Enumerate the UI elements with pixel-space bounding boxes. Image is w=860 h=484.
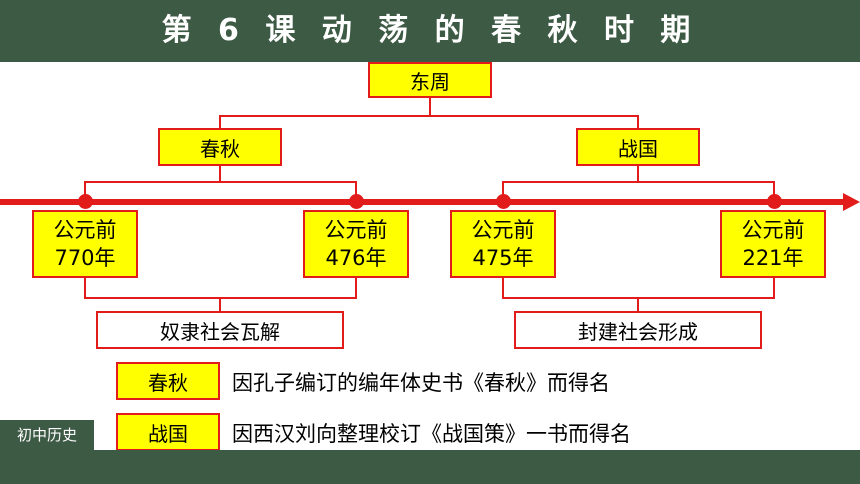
bracket-line	[773, 278, 775, 298]
date-year: 221年	[742, 246, 804, 270]
date-box-475bc: 公元前 475年	[450, 210, 556, 278]
connector-line	[773, 181, 775, 203]
connector-line	[219, 115, 639, 117]
period-label-chunqiu: 春秋	[200, 136, 240, 161]
date-prefix: 公元前	[741, 218, 805, 242]
bracket-line	[355, 278, 357, 298]
note-tag-label: 战国	[148, 421, 188, 446]
bracket-line	[219, 297, 221, 312]
connector-line	[219, 115, 221, 129]
note-text-chunqiu: 因孔子编订的编年体史书《春秋》而得名	[232, 371, 610, 395]
note-tag-zhanguo: 战国	[116, 413, 220, 451]
date-year: 476年	[325, 246, 387, 270]
connector-line	[84, 181, 86, 203]
title-bar	[0, 0, 860, 62]
note-text-zhanguo: 因西汉刘向整理校订《战国策》一书而得名	[232, 422, 631, 446]
course-label: 初中历史	[0, 420, 94, 450]
date-box-221bc: 公元前 221年	[720, 210, 826, 278]
connector-line	[502, 181, 504, 203]
date-year: 475年	[472, 246, 534, 270]
date-year: 770年	[54, 246, 116, 270]
bracket-line	[84, 278, 86, 298]
bracket-line	[502, 278, 504, 298]
footer-bar	[0, 450, 860, 484]
period-node-zhanguo: 战国	[576, 128, 700, 166]
note-tag-label: 春秋	[148, 370, 188, 395]
bracket-line	[637, 297, 639, 312]
date-box-476bc: 公元前 476年	[303, 210, 409, 278]
effect-box-slavery: 奴隶社会瓦解	[96, 311, 344, 349]
period-node-chunqiu: 春秋	[158, 128, 282, 166]
timeline-dot	[349, 194, 364, 209]
connector-line	[84, 181, 357, 183]
effect-box-feudal: 封建社会形成	[514, 311, 762, 349]
date-prefix: 公元前	[471, 218, 535, 242]
timeline-dot	[496, 194, 511, 209]
connector-line	[219, 166, 221, 182]
connector-line	[637, 166, 639, 182]
note-tag-chunqiu: 春秋	[116, 362, 220, 400]
date-prefix: 公元前	[324, 218, 388, 242]
timeline-dot	[767, 194, 782, 209]
date-prefix: 公元前	[53, 218, 117, 242]
timeline-axis	[0, 199, 848, 205]
page-title: 第 6 课 动 荡 的 春 秋 时 期	[161, 13, 699, 48]
effect-label: 封建社会形成	[578, 319, 698, 344]
connector-line	[502, 181, 775, 183]
effect-label: 奴隶社会瓦解	[160, 319, 280, 344]
period-label-zhanguo: 战国	[618, 136, 658, 161]
root-node-dongzhou: 东周	[368, 62, 492, 98]
timeline-dot	[78, 194, 93, 209]
timeline-arrow-icon	[843, 193, 860, 211]
connector-line	[429, 98, 431, 116]
root-node-label: 东周	[410, 69, 450, 94]
connector-line	[637, 115, 639, 129]
connector-line	[355, 181, 357, 203]
date-box-770bc: 公元前 770年	[32, 210, 138, 278]
